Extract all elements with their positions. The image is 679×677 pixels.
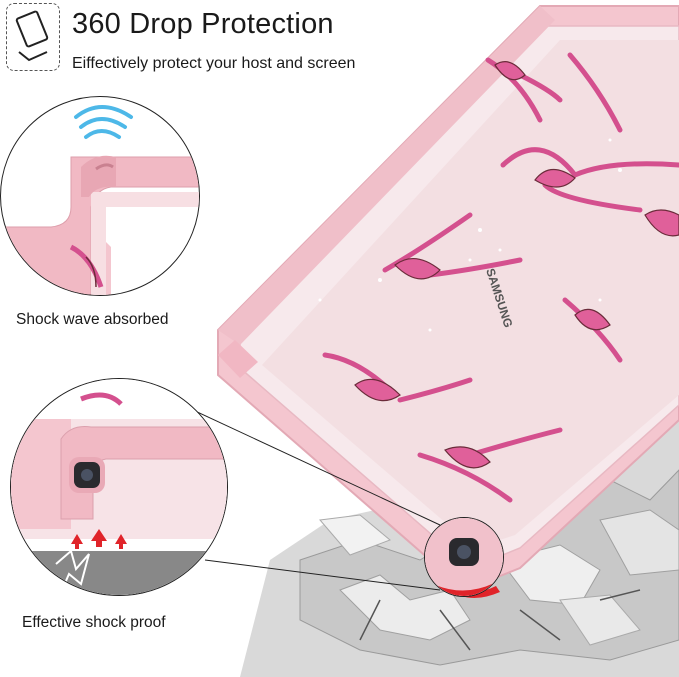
tablet-drop-icon (6, 3, 60, 71)
shock-wave-icon (74, 105, 133, 139)
page-title: 360 Drop Protection (72, 8, 334, 40)
caption-shock-proof: Effective shock proof (22, 614, 166, 631)
zoom-circle-corner (0, 96, 200, 296)
zoom-circle-small (424, 517, 504, 597)
bow-knots (354, 61, 679, 469)
zoom-circle-camera (10, 378, 228, 596)
tablet-case: SAMSUNG (217, 5, 679, 599)
caption-shock-wave: Shock wave absorbed (16, 311, 169, 328)
impact-arrows-icon (71, 529, 127, 549)
page-subtitle: Eiffectively protect your host and scree… (72, 55, 356, 72)
